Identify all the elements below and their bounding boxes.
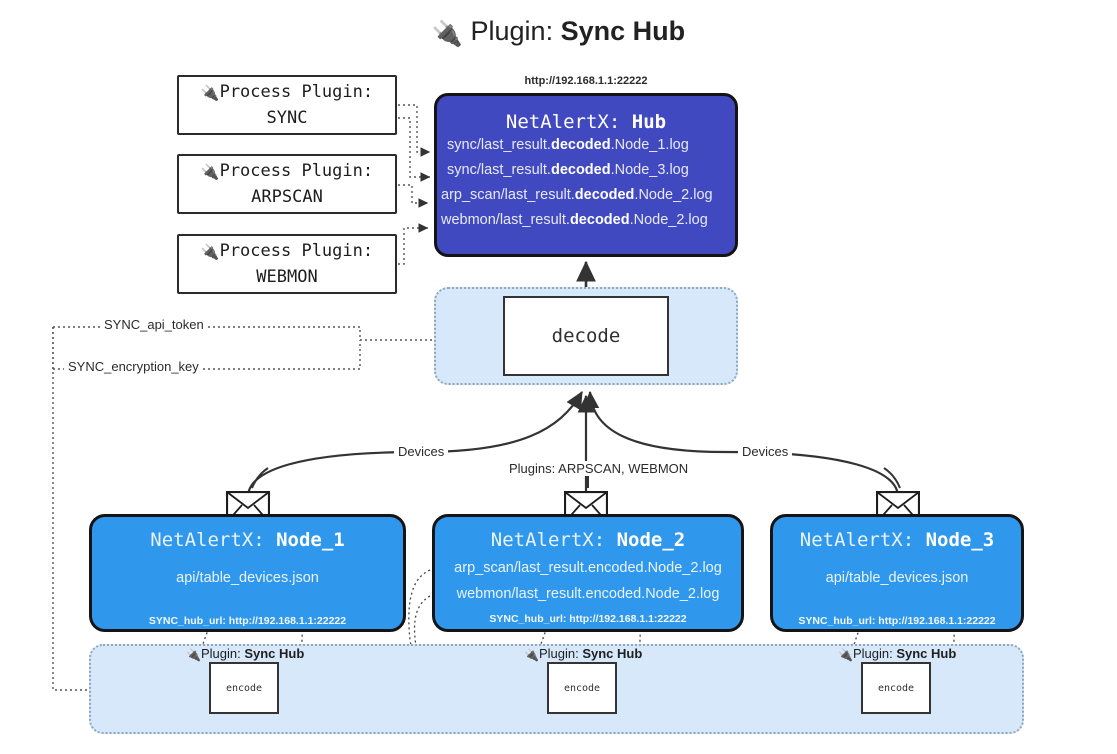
node-1-hub-url: SYNC_hub_url: http://192.168.1.1:22222 xyxy=(148,615,347,627)
page-title-prefix: Plugin: xyxy=(470,16,554,46)
process-plugin-box-webmon[interactable]: 🔌Process Plugin: WEBMON xyxy=(177,234,397,294)
node-3-hub-url: SYNC_hub_url: http://192.168.1.1:22222 xyxy=(798,615,996,627)
process-plugin-sync-header: 🔌Process Plugin: xyxy=(200,81,374,102)
encode-box-node-3[interactable]: encode xyxy=(861,662,931,714)
process-plugin-box-arpscan[interactable]: 🔌Process Plugin: ARPSCAN xyxy=(177,154,397,214)
hub-log-line-1: sync/last_result.decoded.Node_1.log xyxy=(447,137,689,153)
encode-box-node-2[interactable]: encode xyxy=(547,662,617,714)
node-box-node-1[interactable]: NetAlertX: Node_1 api/table_devices.json… xyxy=(89,514,406,632)
edge-label-devices-right: Devices xyxy=(738,444,793,459)
edge-label-devices-left: Devices xyxy=(394,444,449,459)
node-box-node-3[interactable]: NetAlertX: Node_3 api/table_devices.json… xyxy=(770,514,1024,632)
node-2-line-2: webmon/last_result.encoded.Node_2.log xyxy=(456,586,720,602)
hub-title: NetAlertX: Hub xyxy=(505,111,667,133)
node-2-line-1: arp_scan/last_result.encoded.Node_2.log xyxy=(454,560,722,576)
node-2-hub-url: SYNC_hub_url: http://192.168.1.1:22222 xyxy=(489,613,687,625)
process-plugin-arpscan-name: ARPSCAN xyxy=(251,186,323,207)
page-title-name: Sync Hub xyxy=(560,16,686,46)
hub-log-line-3: arp_scan/last_result.decoded.Node_2.log xyxy=(441,187,713,203)
decode-box[interactable]: decode xyxy=(503,296,669,376)
sync-encryption-key-label: SYNC_encryption_key xyxy=(64,359,203,374)
electric-plug-icon: 🔌 xyxy=(431,20,463,48)
node-box-node-2[interactable]: NetAlertX: Node_2 arp_scan/last_result.e… xyxy=(432,514,744,632)
hub-log-line-2: sync/last_result.decoded.Node_3.log xyxy=(447,162,689,178)
sync-api-token-label: SYNC_api_token xyxy=(100,317,208,332)
electric-plug-icon: 🔌 xyxy=(524,648,539,662)
process-plugin-arpscan-header: 🔌Process Plugin: xyxy=(200,160,374,181)
node-1-title: NetAlertX: Node_1 xyxy=(150,529,345,551)
process-plugin-webmon-header: 🔌Process Plugin: xyxy=(200,240,374,261)
node-2-title: NetAlertX: Node_2 xyxy=(490,529,686,551)
process-plugin-webmon-name: WEBMON xyxy=(256,266,318,287)
electric-plug-icon: 🔌 xyxy=(200,242,220,261)
electric-plug-icon: 🔌 xyxy=(186,648,201,662)
node-3-title: NetAlertX: Node_3 xyxy=(799,529,995,551)
encoder-1-plugin-label: 🔌Plugin: Sync Hub xyxy=(186,646,305,662)
node-1-line-1: api/table_devices.json xyxy=(176,570,319,586)
hub-url-label: http://192.168.1.1:22222 xyxy=(524,75,648,87)
edge-label-plugins-center: Plugins: ARPSCAN, WEBMON xyxy=(505,461,693,476)
page-title: 🔌 Plugin: Sync Hub xyxy=(0,16,1117,49)
process-plugin-box-sync[interactable]: 🔌Process Plugin: SYNC xyxy=(177,75,397,135)
hub-box[interactable]: NetAlertX: Hub sync/last_result.decoded.… xyxy=(434,93,738,257)
encoder-3-plugin-label: 🔌Plugin: Sync Hub xyxy=(838,646,957,662)
electric-plug-icon: 🔌 xyxy=(838,648,853,662)
hub-log-line-4: webmon/last_result.decoded.Node_2.log xyxy=(441,212,708,228)
process-plugin-sync-name: SYNC xyxy=(266,107,308,128)
node-3-line-1: api/table_devices.json xyxy=(825,570,969,586)
encoder-2-plugin-label: 🔌Plugin: Sync Hub xyxy=(524,646,643,662)
electric-plug-icon: 🔌 xyxy=(200,83,220,102)
electric-plug-icon: 🔌 xyxy=(200,162,220,181)
encode-box-node-1[interactable]: encode xyxy=(209,662,279,714)
